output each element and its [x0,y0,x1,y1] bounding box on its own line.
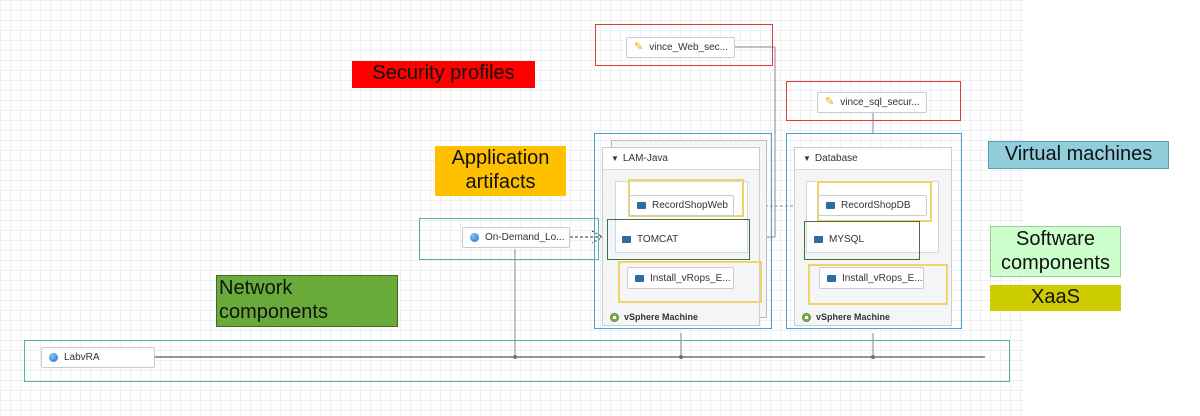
component-label: TOMCAT [637,234,679,245]
vm-header[interactable]: ▼Database [795,148,951,170]
legend-xaas: XaaS [990,285,1121,311]
collapse-triangle-icon[interactable]: ▼ [803,154,811,163]
component-label: Install_vRops_E... [650,272,731,284]
network-outline-labvra [24,340,1010,382]
component-label: On-Demand_Lo... [485,232,565,243]
legend-application-artifacts: Application artifacts [435,146,566,196]
legend-network-components: Network components [216,275,398,327]
software-icon [827,274,836,282]
component-label: Install_vRops_E... [842,272,923,284]
legend-virtual-machines: Virtual machines [988,141,1169,169]
security-profile-vince-sql[interactable]: ✎ vince_sql_secur... [817,92,927,113]
software-icon [814,236,823,243]
component-label: vince_sql_secur... [840,97,920,108]
vm-footer: vSphere Machine [802,311,942,323]
software-component-highlight [607,219,750,260]
artifact-icon [826,202,835,209]
software-icon [635,274,644,282]
artifact-icon [637,202,646,209]
component-install-vrops-1[interactable]: Install_vRops_E... [627,267,734,289]
component-label: MYSQL [829,234,865,245]
vm-header[interactable]: ▼LAM-Java [603,148,759,170]
legend-security-profiles: Security profiles [352,61,535,88]
security-profile-outline-web [595,24,773,66]
vm-type-label: vSphere Machine [624,312,699,322]
component-on-demand-lb[interactable]: On-Demand_Lo... [462,227,570,248]
vm-footer: vSphere Machine [610,311,750,323]
component-install-vrops-2[interactable]: Install_vRops_E... [819,267,924,289]
network-component-outline [419,218,599,260]
software-component-highlight [804,221,920,260]
vm-outline-lam-java [594,133,772,329]
security-profile-vince-web[interactable]: ✎ vince_Web_sec... [626,37,735,58]
component-recordshopweb[interactable]: RecordShopWeb [629,195,734,216]
collapse-triangle-icon[interactable]: ▼ [611,154,619,163]
vm-inner-panel [615,181,748,253]
vsphere-machine-icon [802,312,811,322]
xaas-highlight [618,261,762,303]
legend-software-components: Software components [990,226,1121,277]
pencil-tag-icon: ✎ [825,96,835,108]
network-globe-icon [470,233,479,242]
network-labvra[interactable]: LabvRA [41,347,155,368]
xaas-highlight [808,264,948,305]
vm-title: LAM-Java [622,153,668,164]
component-label: RecordShopDB [841,200,911,211]
vm-title: Database [814,153,858,164]
network-globe-icon [49,353,58,362]
component-recordshopdb[interactable]: RecordShopDB [818,195,927,216]
vm-type-label: vSphere Machine [816,312,891,322]
component-tomcat[interactable]: TOMCAT [614,229,704,250]
component-label: vince_Web_sec... [649,42,728,53]
component-label: RecordShopWeb [652,200,728,211]
security-profile-outline-sql [786,81,961,121]
component-mysql[interactable]: MYSQL [806,229,886,250]
pencil-tag-icon: ✎ [634,41,644,53]
vm-outline-database [786,133,962,329]
component-label: LabvRA [64,352,100,363]
canvas-right-margin [1025,0,1200,416]
software-icon [622,236,631,243]
vsphere-machine-icon [610,312,619,322]
